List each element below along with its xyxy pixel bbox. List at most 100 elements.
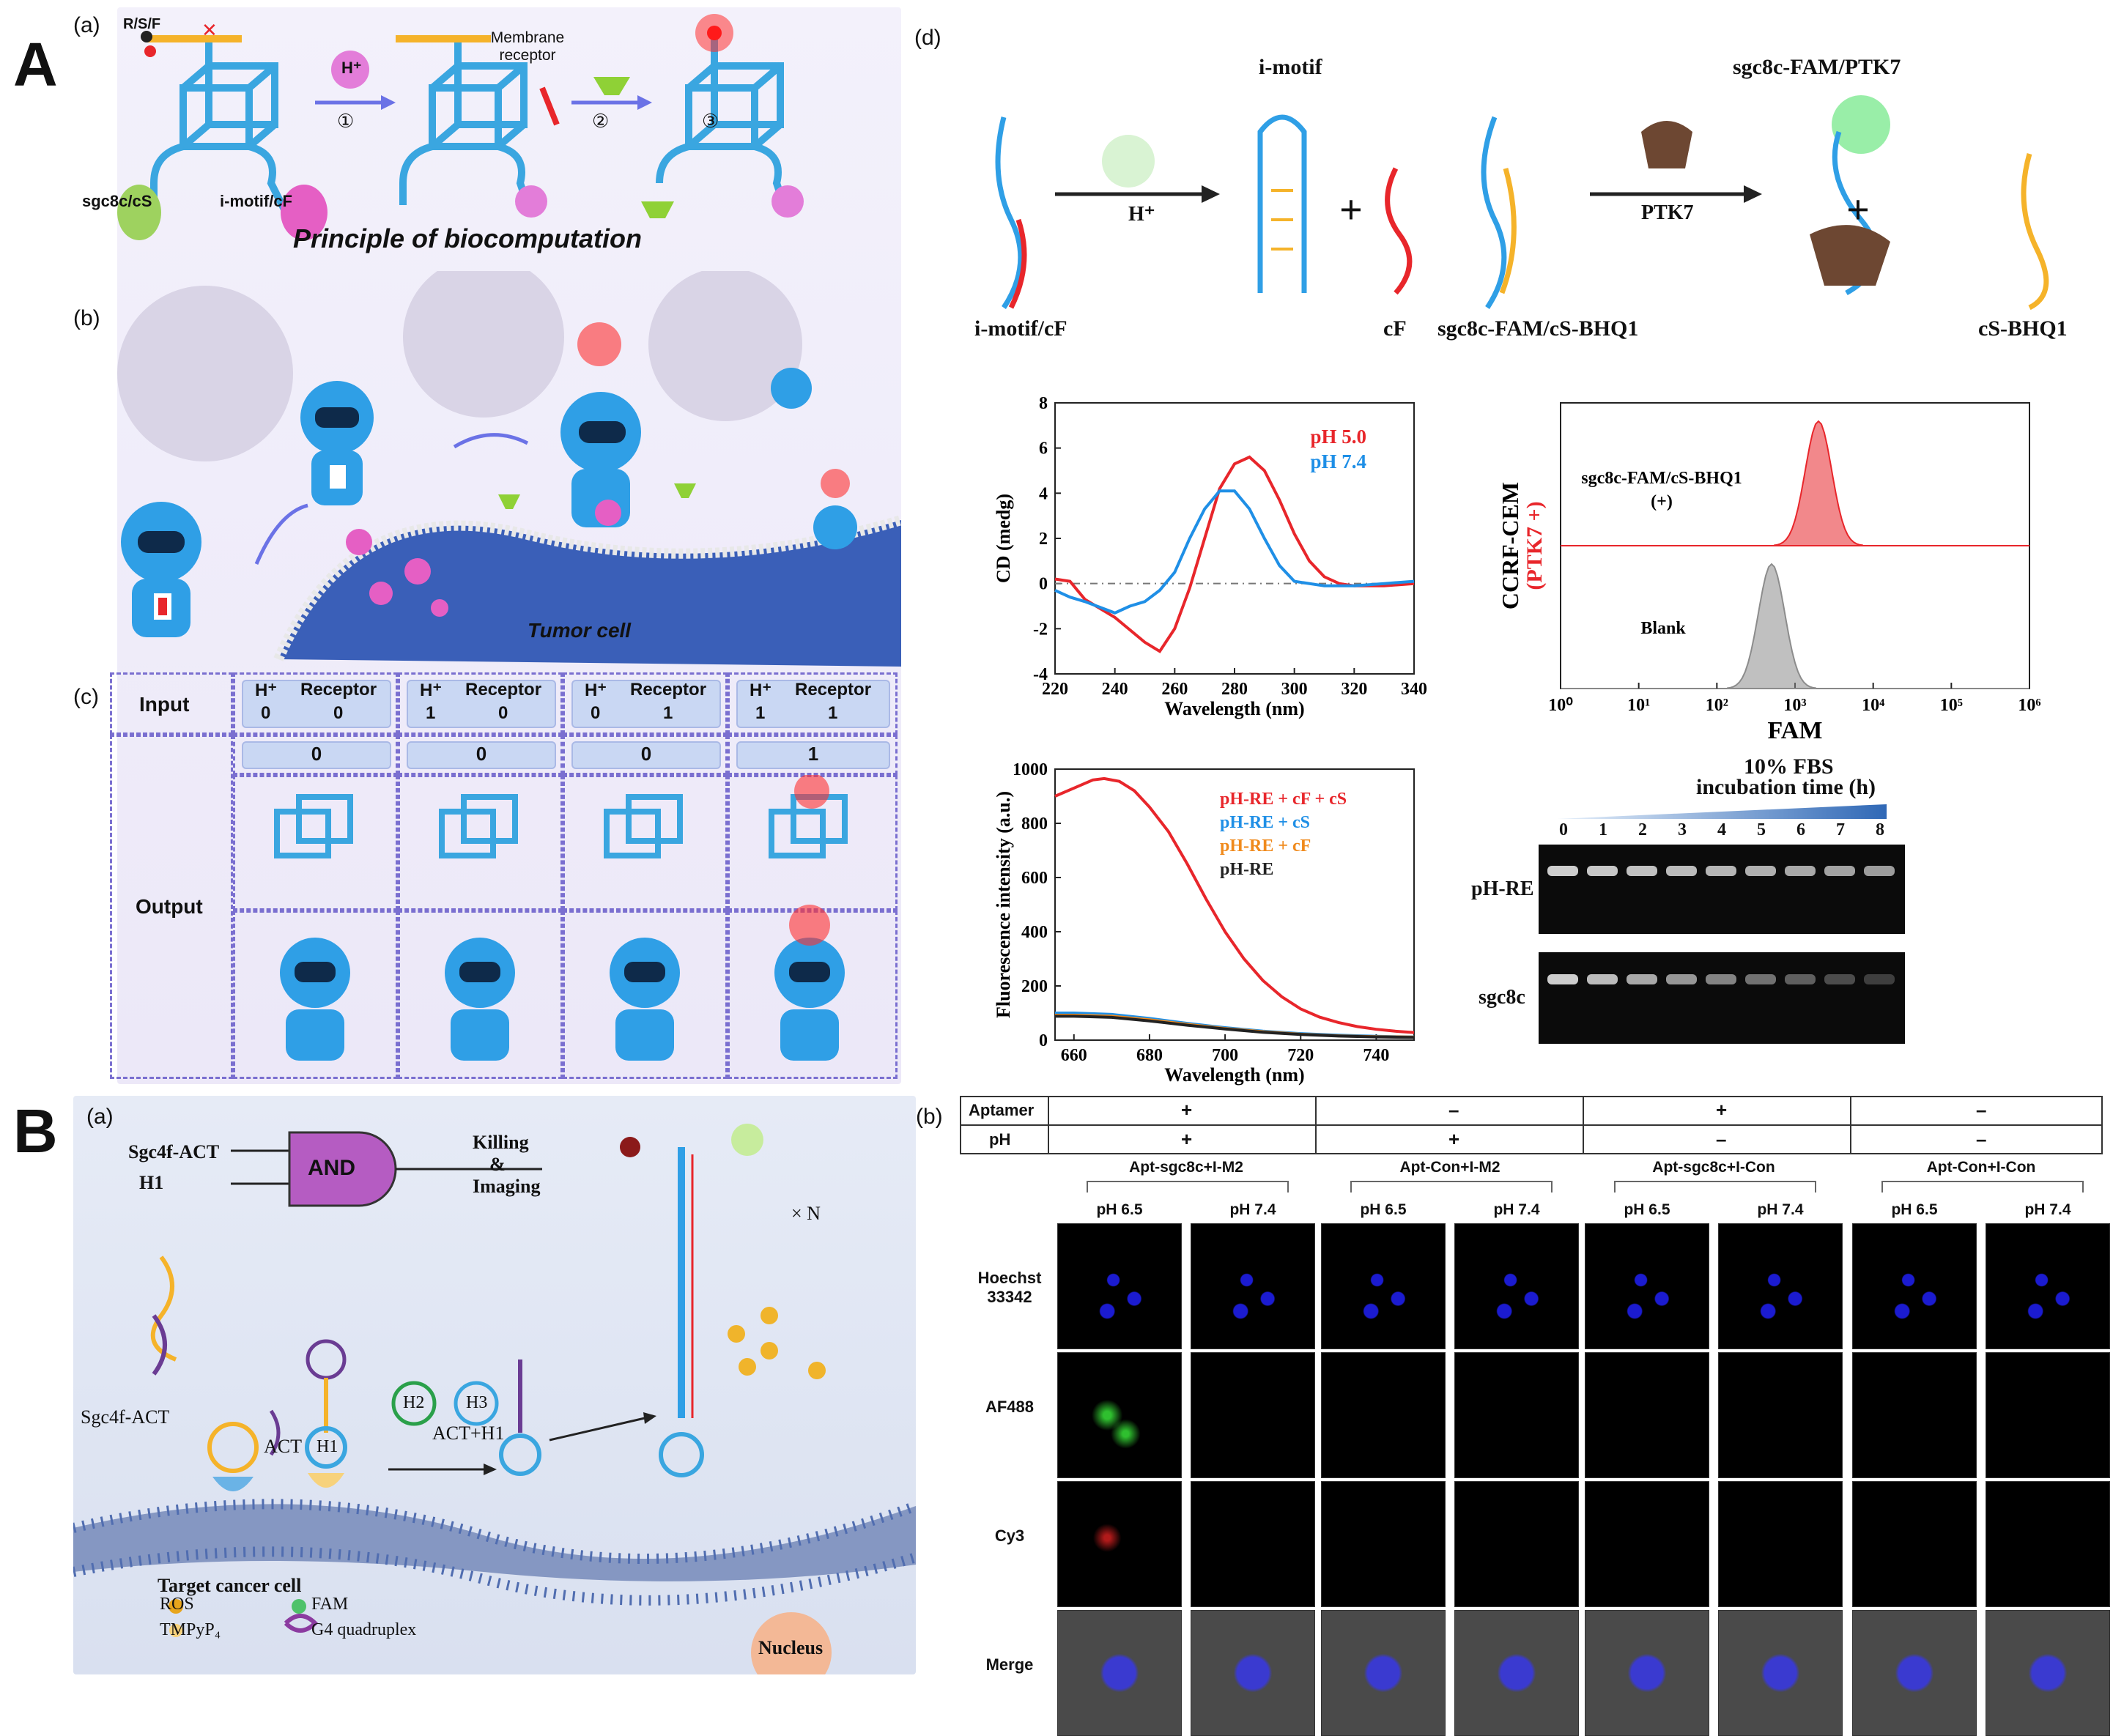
gel-band-sgc8c bbox=[1745, 974, 1776, 984]
robot-2 bbox=[300, 381, 374, 505]
series-line-1 bbox=[1054, 489, 1415, 615]
condition-value: – bbox=[1976, 1128, 1987, 1150]
y-tick-label: 0 bbox=[1039, 1031, 1048, 1050]
h1-label: H1 bbox=[317, 1437, 338, 1456]
x-tick-label: 10⁶ bbox=[2018, 696, 2040, 715]
microscopy-image bbox=[1986, 1610, 2110, 1736]
sgc8c-cs-label: sgc8c/cS bbox=[82, 192, 152, 210]
h-value-1: 0 bbox=[261, 703, 271, 723]
input-pill-1 bbox=[242, 680, 391, 728]
h2-label: H2 bbox=[403, 1393, 425, 1412]
y-tick-label: 400 bbox=[1021, 923, 1048, 942]
table-label-aptamer: Aptamer bbox=[969, 1101, 1035, 1119]
h-value-3: 0 bbox=[591, 703, 601, 723]
robot-1 bbox=[121, 502, 201, 637]
microscopy-image bbox=[1718, 1352, 1843, 1478]
microscopy-image bbox=[1585, 1481, 1709, 1607]
microscopy-row-label: Hoechst 33342 bbox=[977, 1269, 1042, 1306]
hplus-head-2: H⁺ bbox=[420, 680, 442, 700]
hplus-head-1: H⁺ bbox=[255, 680, 277, 700]
microscopy-image bbox=[1585, 1610, 1709, 1736]
input-pill-4 bbox=[736, 680, 890, 728]
microscopy-image bbox=[1454, 1610, 1579, 1736]
microscopy-image bbox=[1852, 1352, 1977, 1478]
microscopy-image bbox=[1718, 1610, 1843, 1736]
x-tick-label: 320 bbox=[1341, 680, 1367, 699]
group-label: Apt-Con+I-Con bbox=[1926, 1159, 2036, 1176]
x-tick-label: 10² bbox=[1706, 696, 1728, 715]
microscopy-image bbox=[1718, 1223, 1843, 1349]
gel-band-ph-re bbox=[1587, 866, 1618, 876]
gel-band-ph-re bbox=[1666, 866, 1697, 876]
y-tick-label: 1000 bbox=[1013, 760, 1048, 779]
x-tick-label: 10⁰ bbox=[1548, 696, 1573, 715]
microscopy-image bbox=[1057, 1352, 1182, 1478]
ph-label: pH 7.4 bbox=[2024, 1201, 2071, 1218]
receptor-head-1: Receptor bbox=[300, 680, 377, 700]
principle-title: Principle of biocomputation bbox=[293, 223, 642, 253]
series-line-0 bbox=[1054, 455, 1415, 653]
microscopy-image bbox=[1585, 1352, 1709, 1478]
and-gate-diagram bbox=[73, 1124, 916, 1674]
y-tick-label: 8 bbox=[1039, 394, 1048, 413]
x-tick-label: 740 bbox=[1363, 1046, 1389, 1065]
x-tick-label: 280 bbox=[1221, 680, 1248, 699]
panel-label-a: A bbox=[13, 30, 58, 99]
h3-label: H3 bbox=[466, 1393, 488, 1412]
gel-band-ph-re bbox=[1824, 866, 1855, 876]
microscopy-image bbox=[1191, 1223, 1315, 1349]
series-line-3 bbox=[1055, 1014, 1415, 1039]
act-label: ACT bbox=[264, 1436, 302, 1457]
gel-band-sgc8c bbox=[1587, 974, 1618, 984]
gel-band-ph-re bbox=[1864, 866, 1895, 876]
gate-input-1: Sgc4f-ACT bbox=[128, 1141, 220, 1162]
y-tick-label: 4 bbox=[1039, 484, 1048, 503]
act-h1-label: ACT+H1 bbox=[432, 1422, 505, 1444]
gel-title-1: 10% FBS bbox=[1744, 754, 1834, 779]
imotif-cf-label: i-motif/cF bbox=[220, 192, 292, 210]
r-value-4: 1 bbox=[828, 703, 838, 723]
gel-band-sgc8c bbox=[1547, 974, 1578, 984]
hplus-head-3: H⁺ bbox=[585, 680, 607, 700]
sgc8c-fam-label: sgc8c-FAM/cS-BHQ1 bbox=[1437, 316, 1639, 341]
imotif-ptk7-schematic bbox=[995, 95, 2049, 311]
microscopy-image bbox=[1057, 1223, 1182, 1349]
microscopy-image bbox=[1852, 1223, 1977, 1349]
condition-value: + bbox=[1181, 1128, 1193, 1150]
input-label: Input bbox=[139, 693, 190, 716]
x-tick-label: 10¹ bbox=[1627, 696, 1650, 715]
ph-label: pH 7.4 bbox=[1229, 1201, 1276, 1218]
x-tick-label: 300 bbox=[1281, 680, 1308, 699]
series-line-0 bbox=[1054, 776, 1415, 1034]
microscopy-image bbox=[1057, 1610, 1182, 1736]
histogram-label-1: Blank bbox=[1640, 619, 1686, 638]
svg-text:✕: ✕ bbox=[201, 20, 218, 41]
h-value-2: 1 bbox=[426, 703, 436, 723]
legend-entry-1: pH 7.4 bbox=[1310, 450, 1366, 472]
xn-label: × N bbox=[791, 1203, 821, 1224]
y-axis-label: CD (medg) bbox=[993, 494, 1014, 583]
microscopy-image bbox=[1852, 1481, 1977, 1607]
condition-value: + bbox=[1448, 1128, 1460, 1150]
microscopy-image bbox=[1986, 1223, 2110, 1349]
y-tick-label: -4 bbox=[1033, 665, 1048, 684]
legend-entry-1: pH-RE + cS bbox=[1220, 813, 1310, 832]
ph-label: pH 6.5 bbox=[1624, 1201, 1670, 1218]
x-tick-label: 340 bbox=[1401, 680, 1427, 699]
gel-band-ph-re bbox=[1745, 866, 1776, 876]
h-value-4: 1 bbox=[755, 703, 766, 723]
microscopy-image bbox=[1454, 1352, 1579, 1478]
microscopy-image bbox=[1191, 1352, 1315, 1478]
csbhq1-label: cS-BHQ1 bbox=[1978, 316, 2068, 341]
gate-output-3: Imaging bbox=[473, 1176, 541, 1197]
gel-lane-label: 3 bbox=[1678, 820, 1687, 839]
microscopy-image bbox=[1057, 1481, 1182, 1607]
sublabel-d: (d) bbox=[914, 26, 941, 50]
ph-label: pH 7.4 bbox=[1493, 1201, 1540, 1218]
group-bracket bbox=[1087, 1181, 1289, 1192]
gel-lane-label: 8 bbox=[1876, 820, 1884, 839]
microscopy-image bbox=[1454, 1223, 1579, 1349]
legend-ros: ROS bbox=[160, 1595, 194, 1614]
gel-lane-label: 4 bbox=[1717, 820, 1726, 839]
